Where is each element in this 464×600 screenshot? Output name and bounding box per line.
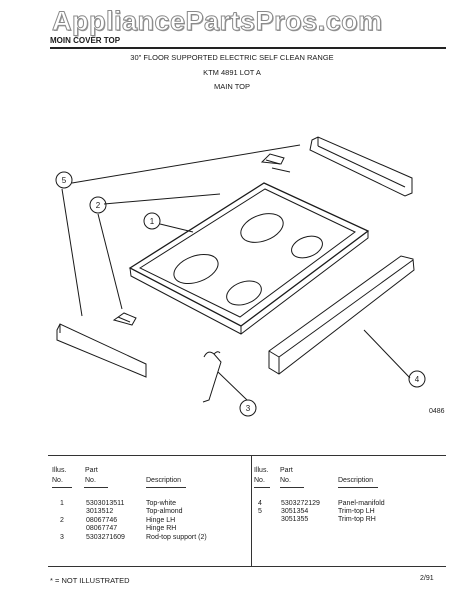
page-code: 2/91: [420, 575, 434, 582]
header-description: Description: [146, 477, 182, 484]
header-underline-illus-r: [254, 487, 270, 488]
header-underline-illus: [52, 487, 72, 488]
row-illus: 2: [60, 517, 64, 524]
header-illus-right: Illus.No.: [254, 467, 269, 484]
header-description-right: Description: [338, 477, 374, 484]
row-part: 5303271609: [86, 534, 125, 541]
row-desc: Top-white: [146, 500, 176, 507]
row-illus: 4: [258, 500, 262, 507]
row-illus: 5: [258, 508, 262, 515]
row-part: 3013512: [86, 508, 114, 515]
row-part: 08067746: [86, 517, 118, 524]
row-part: 3051355: [281, 516, 309, 523]
header-rule: [50, 47, 446, 49]
row-desc: Hinge RH: [146, 525, 177, 532]
header-underline-part-r: [280, 487, 304, 488]
section-subtitle: MAIN TOP: [214, 82, 250, 91]
callout-4: 4: [415, 375, 420, 384]
model-number: KTM 4891 LOT A: [203, 68, 261, 77]
row-desc: Top-almond: [146, 508, 183, 515]
row-desc: Panel-manifold: [338, 500, 385, 507]
callout-5: 5: [62, 176, 67, 185]
watermark-logo: AppliancePartsPros.com: [52, 6, 383, 37]
row-part: 5303013511: [86, 500, 125, 507]
row-desc: Rod-top support (2): [146, 534, 207, 541]
figure-code: 0486: [429, 408, 445, 415]
row-part: 5303272129: [281, 500, 320, 507]
row-illus: 1: [60, 500, 64, 507]
header-underline-part: [84, 487, 108, 488]
section-header: MOIN COVER TOP: [50, 36, 121, 45]
row-desc: Trim-top RH: [338, 516, 376, 523]
row-part: 3051354: [281, 508, 309, 515]
table-divider: [251, 456, 252, 566]
header-underline-desc: [146, 487, 186, 488]
row-desc: Trim-top LH: [338, 508, 375, 515]
footer-note: * = NOT ILLUSTRATED: [50, 576, 130, 585]
header-underline-desc-r: [338, 487, 378, 488]
row-desc: Hinge LH: [146, 517, 176, 524]
callout-2: 2: [96, 201, 101, 210]
document-title: 30" FLOOR SUPPORTED ELECTRIC SELF CLEAN …: [130, 53, 334, 62]
callout-3: 3: [246, 404, 251, 413]
row-part: 08067747: [86, 525, 118, 532]
row-illus: 3: [60, 534, 64, 541]
callout-1: 1: [150, 217, 155, 226]
header-illus: Illus.No.: [52, 467, 67, 484]
